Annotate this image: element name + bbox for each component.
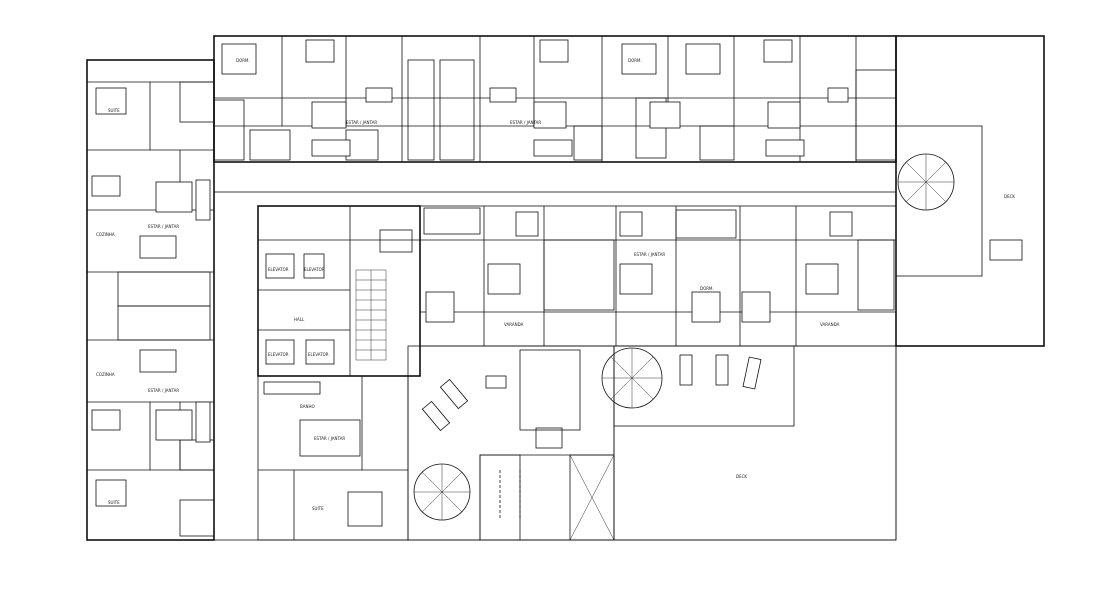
elevator-label-3: ELEVATOR: [268, 352, 289, 357]
terrace-table-block: [989, 239, 1023, 261]
elevator-label-1: ELEVATOR: [268, 267, 289, 272]
east-mid-rooms: [419, 205, 897, 347]
balcony-label-2: VARANDA: [820, 322, 840, 327]
living-label-5: ESTAR / JANTAR: [634, 252, 665, 257]
kitchen-label-1: COZINHA: [96, 232, 115, 237]
hall-label: HALL: [294, 317, 305, 322]
bath-label: BANHO: [300, 404, 315, 409]
deck-label-2: DECK: [736, 474, 747, 479]
right-terrace-hatch: [895, 35, 1045, 347]
suite-label-2: SUITE: [108, 500, 120, 505]
left-wing-outline: [86, 59, 215, 541]
bedroom-label-2: DORM.: [628, 58, 642, 63]
core-stairs: [355, 269, 387, 361]
elevator-label-2: ELEVATOR: [304, 267, 325, 272]
living-label-3: ESTAR / JANTAR: [148, 224, 179, 229]
living-label-2: ESTAR / JANTAR: [510, 120, 541, 125]
living-label-4: ESTAR / JANTAR: [148, 388, 179, 393]
living-label-6: ESTAR / JANTAR: [314, 436, 345, 441]
terrace-deck: [895, 125, 983, 277]
suite-label-1: SUITE: [108, 108, 120, 113]
deck-right: [613, 345, 795, 427]
living-label-1: ESTAR / JANTAR: [346, 120, 377, 125]
central-deck: [407, 345, 615, 541]
balcony-label-1: VARANDA: [504, 322, 524, 327]
bedroom-label-3: DORM.: [700, 286, 714, 291]
bedroom-label-1: DORM.: [236, 58, 250, 63]
suite-label-3: SUITE: [312, 506, 324, 511]
elevator-label-4: ELEVATOR: [308, 352, 329, 357]
deck-label-1: DECK: [1004, 194, 1015, 199]
south-suite: [257, 375, 409, 541]
kitchen-label-2: COZINHA: [96, 372, 115, 377]
